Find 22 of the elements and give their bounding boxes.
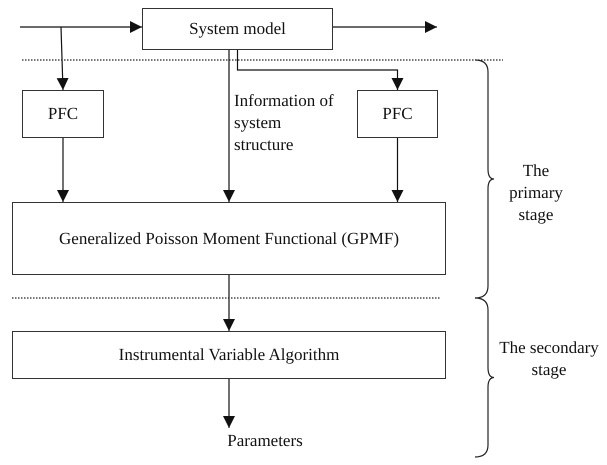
stage-label: The primary stage: [508, 160, 564, 226]
box-label: PFC: [48, 103, 78, 125]
arrow: [56, 26, 69, 90]
process-box: [12, 202, 446, 275]
stage-label: The secondary stage: [498, 337, 600, 382]
process-box: [12, 331, 446, 379]
arrow: [392, 138, 404, 202]
box-label: PFC: [382, 103, 413, 125]
arrow: [223, 50, 235, 202]
process-box: [357, 90, 438, 138]
box-label: Instrumental Variable Algorithm: [118, 344, 340, 366]
arrow: [57, 138, 69, 202]
arrow: [223, 379, 235, 428]
box-label: Generalized Poisson Moment Functional (GPMF): [59, 228, 399, 250]
box-label: System model: [189, 18, 286, 40]
arrow: [236, 50, 404, 90]
output-label: Parameters: [227, 430, 303, 452]
arrow: [333, 21, 437, 33]
process-box: [22, 90, 104, 138]
arrow: [223, 275, 235, 331]
process-box: [142, 8, 333, 50]
arrow: [20, 21, 142, 33]
